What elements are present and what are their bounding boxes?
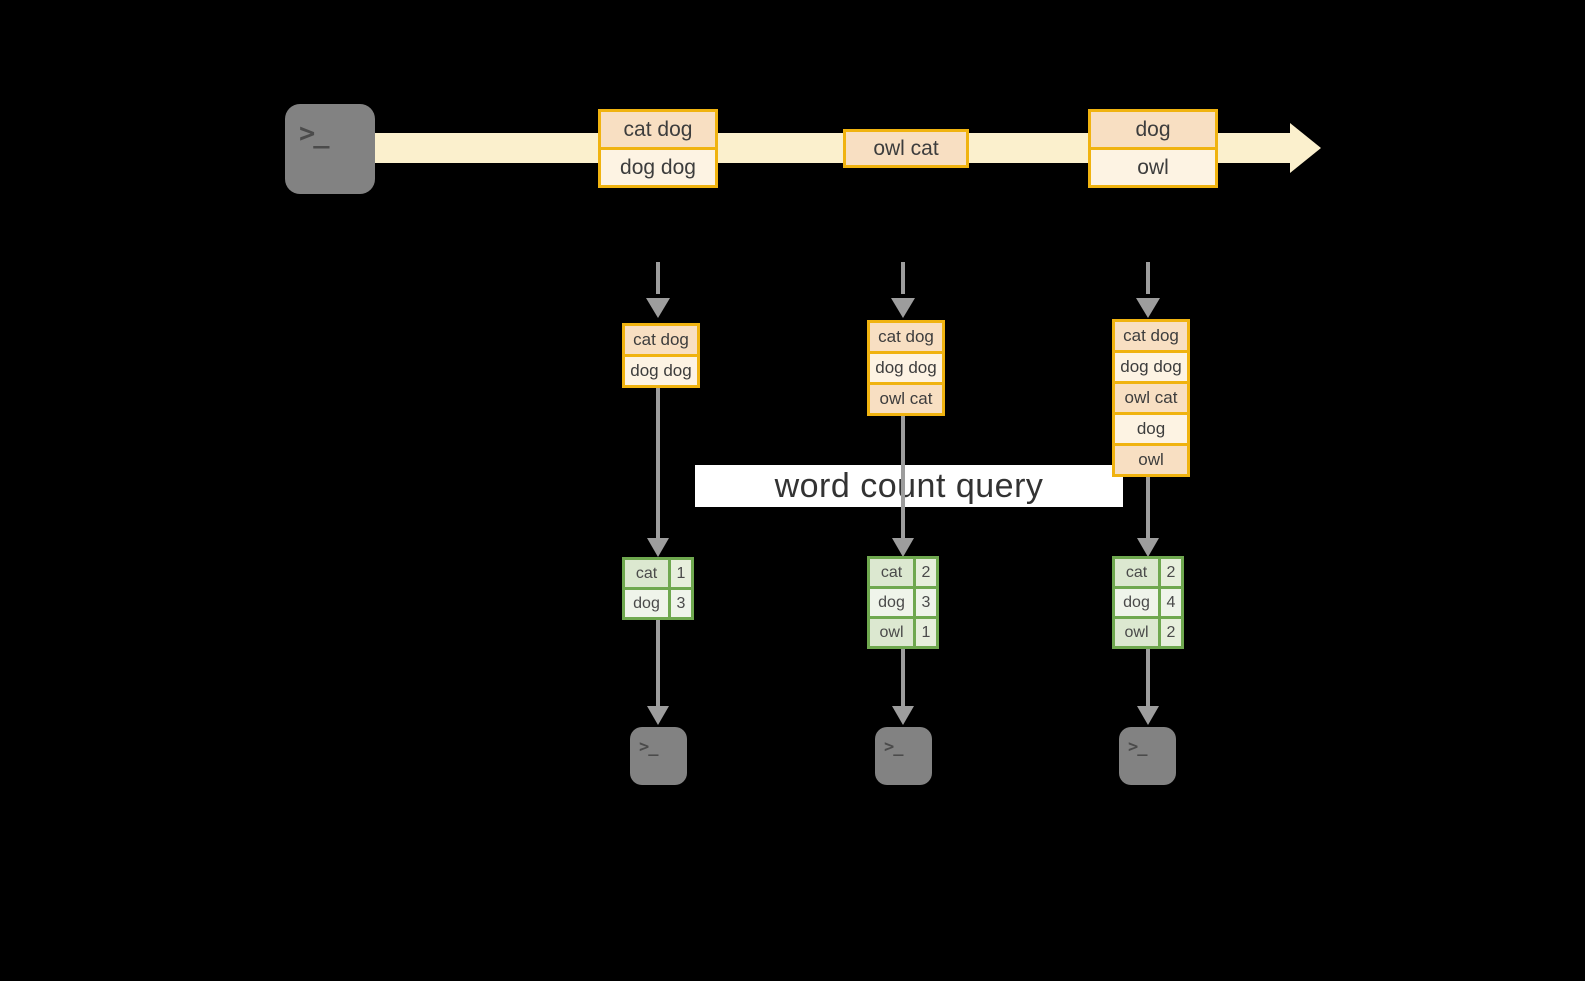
state-row: dog dog [870, 351, 942, 382]
stream-event-line: cat dog [601, 112, 715, 147]
query-arrowhead-icon [647, 538, 669, 557]
result-terminal-icon-1: >_ [622, 719, 695, 793]
state-row: cat dog [870, 323, 942, 351]
output-arrowhead-icon [647, 706, 669, 725]
ingest-arrowhead-icon [891, 298, 915, 318]
stream-event-batch-2: owl cat [843, 129, 969, 168]
count-table-2: cat 2 dog 3 owl 1 [867, 556, 939, 649]
stream-event-line: owl [1091, 147, 1215, 185]
state-row: dog [1115, 412, 1187, 443]
word-cell: cat [1115, 559, 1158, 586]
query-band: word count query [695, 465, 1123, 507]
stream-event-line: owl cat [846, 132, 966, 165]
word-cell: cat [870, 559, 913, 586]
ingest-arrow-dash [656, 262, 660, 294]
count-cell: 1 [913, 619, 936, 646]
ingest-arrowhead-icon [1136, 298, 1160, 318]
state-row: owl cat [1115, 381, 1187, 412]
source-terminal-icon: >_ [277, 96, 383, 202]
state-box-1: cat dog dog dog [622, 323, 700, 388]
stream-arrowhead-icon [1290, 123, 1321, 173]
terminal-prompt-icon: >_ [639, 737, 659, 757]
table-row: dog 3 [870, 586, 936, 616]
count-cell: 1 [668, 560, 691, 587]
word-cell: dog [870, 589, 913, 616]
word-cell: owl [1115, 619, 1158, 646]
table-row: owl 2 [1115, 616, 1181, 646]
state-box-3: cat dog dog dog owl cat dog owl [1112, 319, 1190, 477]
count-table-1: cat 1 dog 3 [622, 557, 694, 620]
count-cell: 3 [668, 590, 691, 617]
state-row: cat dog [625, 326, 697, 354]
state-row: owl [1115, 443, 1187, 474]
state-box-2: cat dog dog dog owl cat [867, 320, 945, 416]
word-cell: dog [1115, 589, 1158, 616]
result-terminal-icon-3: >_ [1111, 719, 1184, 793]
stream-event-batch-3: dog owl [1088, 109, 1218, 188]
state-row: dog dog [1115, 350, 1187, 381]
stream-event-batch-1: cat dog dog dog [598, 109, 718, 188]
state-row: cat dog [1115, 322, 1187, 350]
output-arrow-line [901, 649, 905, 706]
terminal-prompt-icon: >_ [884, 737, 904, 757]
count-cell: 2 [1158, 619, 1181, 646]
ingest-arrow-dash [1146, 262, 1150, 294]
query-arrowhead-icon [1137, 538, 1159, 557]
table-row: dog 3 [625, 587, 691, 617]
count-cell: 2 [913, 559, 936, 586]
output-arrow-line [1146, 649, 1150, 706]
query-arrow-line [901, 416, 905, 538]
stream-event-line: dog dog [601, 147, 715, 185]
count-cell: 3 [913, 589, 936, 616]
state-row: dog dog [625, 354, 697, 385]
count-cell: 2 [1158, 559, 1181, 586]
output-arrowhead-icon [892, 706, 914, 725]
table-row: cat 1 [625, 560, 691, 587]
query-arrow-line [656, 388, 660, 538]
query-label: word count query [774, 466, 1044, 505]
query-arrowhead-icon [892, 538, 914, 557]
stream-event-line: dog [1091, 112, 1215, 147]
ingest-arrowhead-icon [646, 298, 670, 318]
output-arrow-line [656, 620, 660, 706]
terminal-prompt-icon: >_ [1128, 737, 1148, 757]
ingest-arrow-dash [901, 262, 905, 294]
output-arrowhead-icon [1137, 706, 1159, 725]
result-terminal-icon-2: >_ [867, 719, 940, 793]
terminal-prompt-icon: >_ [299, 118, 329, 149]
query-arrow-line [1146, 477, 1150, 538]
count-table-3: cat 2 dog 4 owl 2 [1112, 556, 1184, 649]
table-row: cat 2 [1115, 559, 1181, 586]
word-cell: cat [625, 560, 668, 587]
count-cell: 4 [1158, 589, 1181, 616]
word-cell: owl [870, 619, 913, 646]
state-row: owl cat [870, 382, 942, 413]
table-row: cat 2 [870, 559, 936, 586]
table-row: owl 1 [870, 616, 936, 646]
word-cell: dog [625, 590, 668, 617]
table-row: dog 4 [1115, 586, 1181, 616]
